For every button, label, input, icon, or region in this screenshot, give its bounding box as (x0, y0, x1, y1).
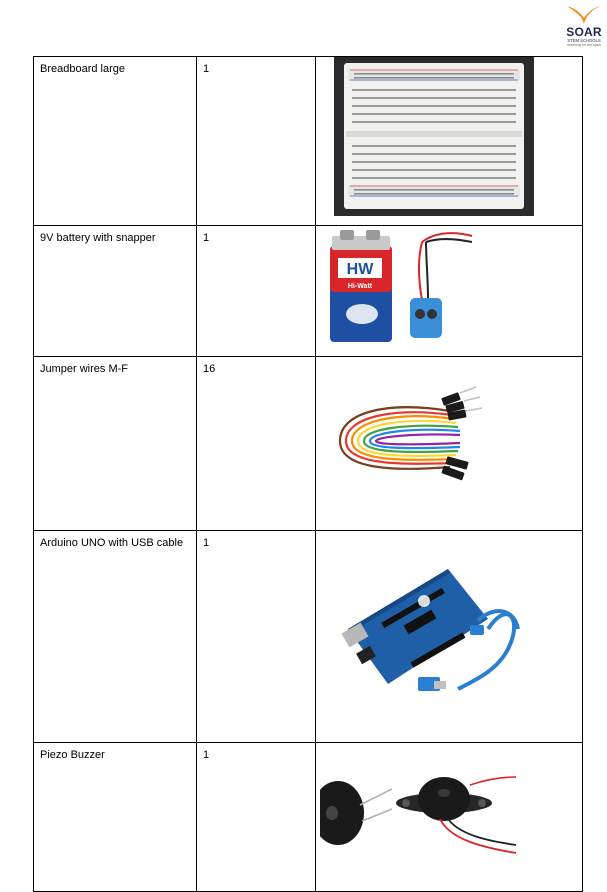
piezo-buzzer-image (320, 769, 520, 859)
item-name: 9V battery with snapper (33, 225, 197, 357)
battery-model: Hi-Watt (348, 283, 373, 290)
materials-table: Breadboard large 1 (33, 56, 583, 892)
item-name: Jumper wires M-F (33, 356, 197, 531)
jumper-wires-image (330, 381, 490, 491)
item-image-cell (315, 530, 583, 743)
logo-subtitle: STEM SCHOOLS (567, 38, 601, 43)
item-quantity: 1 (196, 225, 316, 357)
item-quantity: 1 (196, 530, 316, 743)
item-image-cell (315, 56, 583, 226)
item-image-cell (315, 742, 583, 892)
table-row: Arduino UNO with USB cable 1 (33, 530, 583, 743)
item-image-cell (315, 356, 583, 531)
item-quantity: 1 (196, 742, 316, 892)
item-name: Arduino UNO with USB cable (33, 530, 197, 743)
arduino-uno-image (338, 559, 528, 709)
table-row: Piezo Buzzer 1 (33, 742, 583, 892)
battery-image: HW Hi-Watt (322, 228, 482, 346)
item-image-cell: HW Hi-Watt (315, 225, 583, 357)
table-row: Breadboard large 1 (33, 56, 583, 226)
battery-brand: HW (347, 261, 375, 278)
soar-logo: SOAR STEM SCHOOLS reaching for the stars (561, 2, 607, 48)
item-quantity: 16 (196, 356, 316, 531)
logo-tagline: reaching for the stars (567, 43, 601, 47)
table-row: Jumper wires M-F 16 (33, 356, 583, 531)
bird-icon (567, 6, 601, 24)
table-row: 9V battery with snapper 1 HW Hi-Watt (33, 225, 583, 357)
logo-name: SOAR (566, 25, 602, 39)
item-name: Piezo Buzzer (33, 742, 197, 892)
item-quantity: 1 (196, 56, 316, 226)
breadboard-image (334, 57, 534, 216)
item-name: Breadboard large (33, 56, 197, 226)
